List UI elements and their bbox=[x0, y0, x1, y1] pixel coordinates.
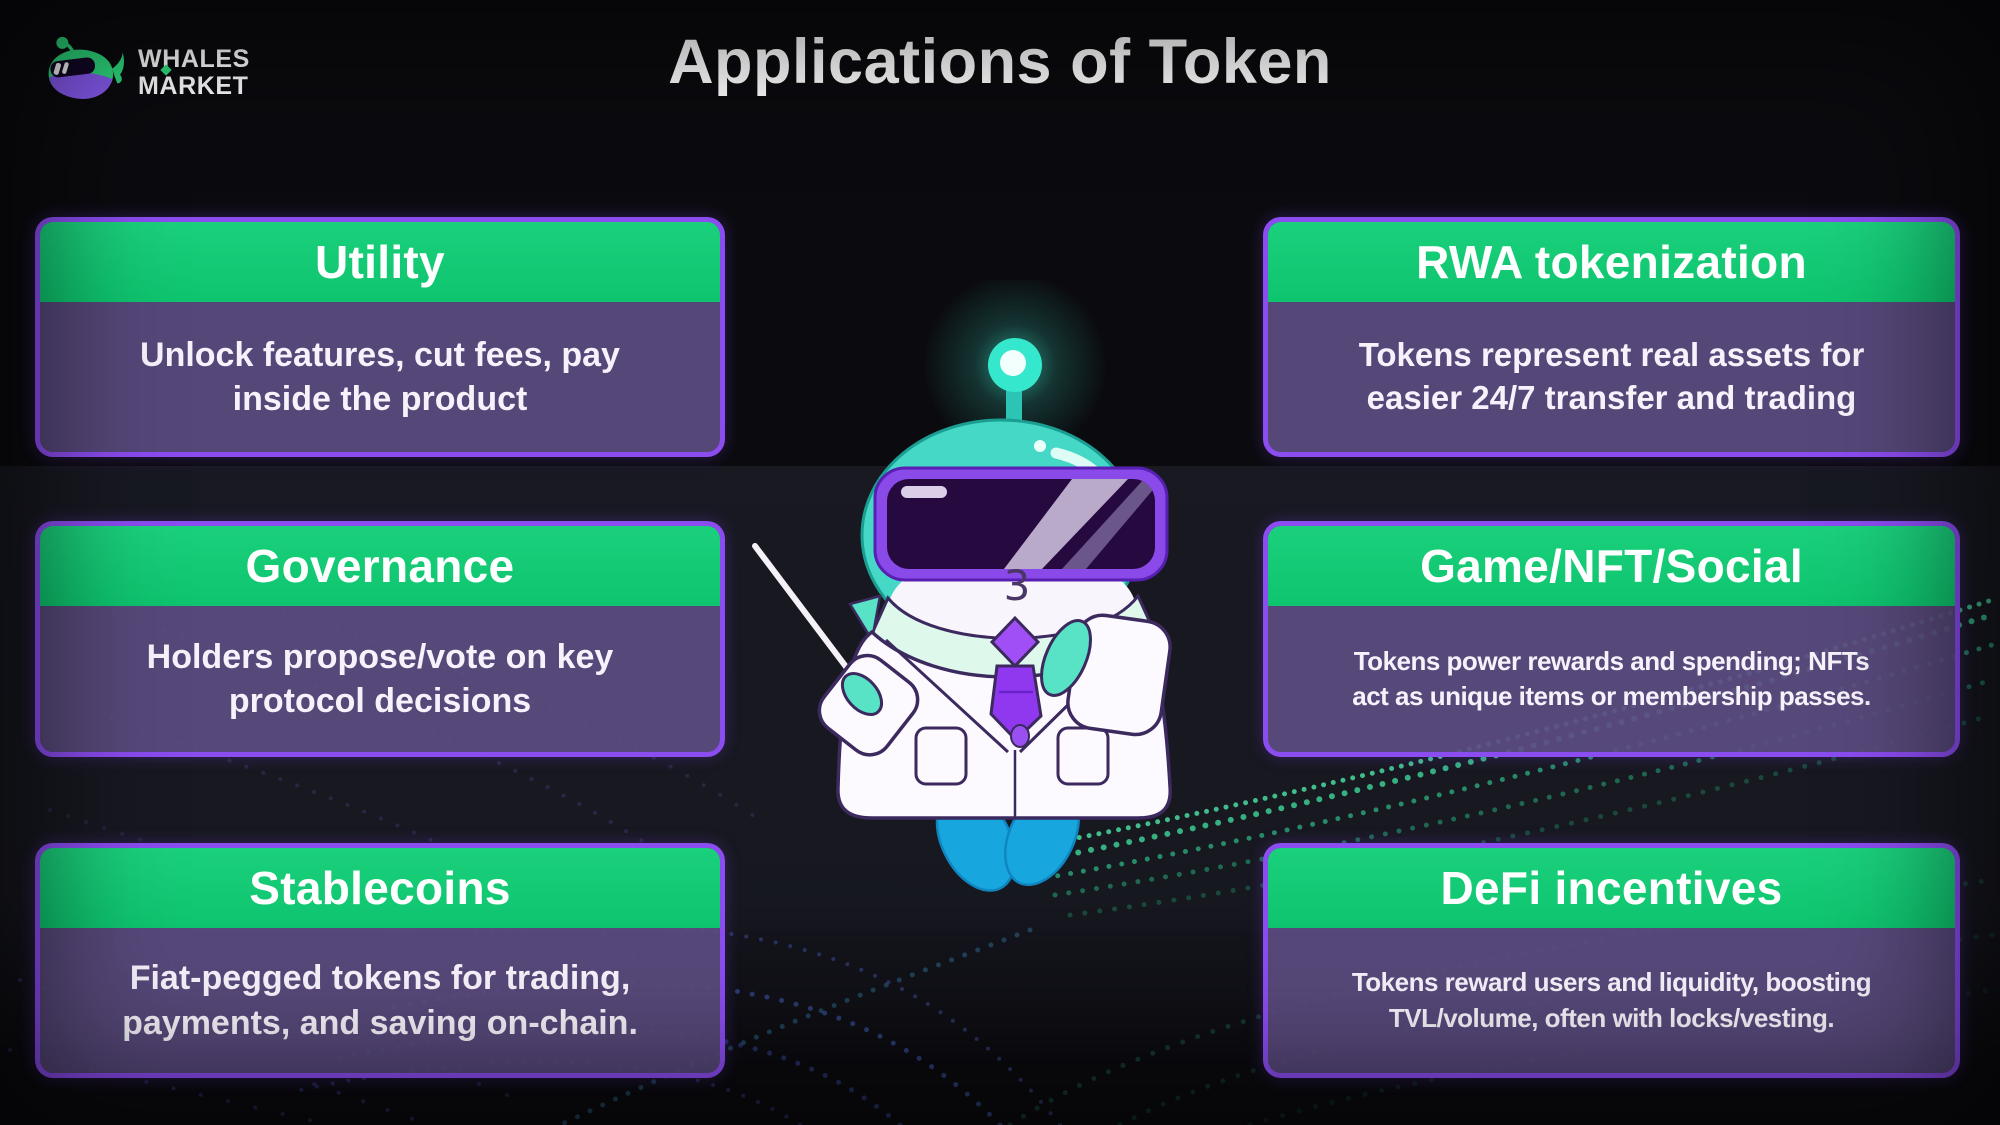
logo-line2: MARKET bbox=[138, 72, 249, 100]
logo-line1: WHALES bbox=[138, 45, 250, 73]
card-game-title: Game/NFT/Social bbox=[1268, 526, 1955, 606]
whale-logo-wordmark: WHALES MARKET bbox=[138, 46, 250, 100]
card-game-body: Tokens power rewards and spending; NFTs … bbox=[1352, 645, 1871, 711]
card-stablecoins-title: Stablecoins bbox=[40, 848, 720, 928]
whales-market-logo: WHALES MARKET bbox=[40, 34, 250, 112]
forehead-mark: 3 bbox=[1004, 561, 1031, 610]
card-defi-incentives: DeFi incentives Tokens reward users and … bbox=[1263, 843, 1960, 1078]
card-utility-title: Utility bbox=[40, 222, 720, 302]
card-governance-title: Governance bbox=[40, 526, 720, 606]
coat-button bbox=[1010, 724, 1030, 748]
whale-logo-icon bbox=[48, 36, 125, 100]
card-defi-body: Tokens reward users and liquidity, boost… bbox=[1351, 967, 1872, 1033]
card-game-nft-social: Game/NFT/Social Tokens power rewards and… bbox=[1263, 521, 1960, 757]
card-stablecoins: Stablecoins Fiat-pegged tokens for tradi… bbox=[35, 843, 725, 1078]
card-defi-title: DeFi incentives bbox=[1268, 848, 1955, 928]
vr-goggles bbox=[873, 466, 1169, 582]
card-rwa-body: Tokens represent real assets for easier … bbox=[1358, 336, 1865, 416]
whale-scientist-mascot: 3 bbox=[752, 280, 1172, 892]
card-utility-body: Unlock features, cut fees, pay inside th… bbox=[140, 335, 620, 418]
left-fin bbox=[840, 672, 884, 716]
pointer-stick bbox=[752, 543, 865, 691]
page-title: Applications of Token bbox=[668, 27, 1332, 97]
card-stablecoins-body: Fiat-pegged tokens for trading, payments… bbox=[122, 959, 638, 1042]
helmet-gloss-dot bbox=[1034, 440, 1046, 452]
card-governance: Governance Holders propose/vote on key p… bbox=[35, 521, 725, 757]
coat-pocket-left bbox=[914, 726, 968, 786]
card-rwa-tokenization: RWA tokenization Tokens represent real a… bbox=[1263, 217, 1960, 457]
antenna-ball-core bbox=[1000, 350, 1026, 376]
tie bbox=[989, 615, 1043, 743]
card-rwa-title: RWA tokenization bbox=[1268, 222, 1955, 302]
card-governance-body: Holders propose/vote on key protocol dec… bbox=[146, 637, 614, 720]
lapel-left bbox=[884, 638, 1010, 754]
scarf-accent bbox=[848, 594, 882, 644]
right-fin bbox=[1040, 619, 1092, 697]
card-utility: Utility Unlock features, cut fees, pay i… bbox=[35, 217, 725, 457]
